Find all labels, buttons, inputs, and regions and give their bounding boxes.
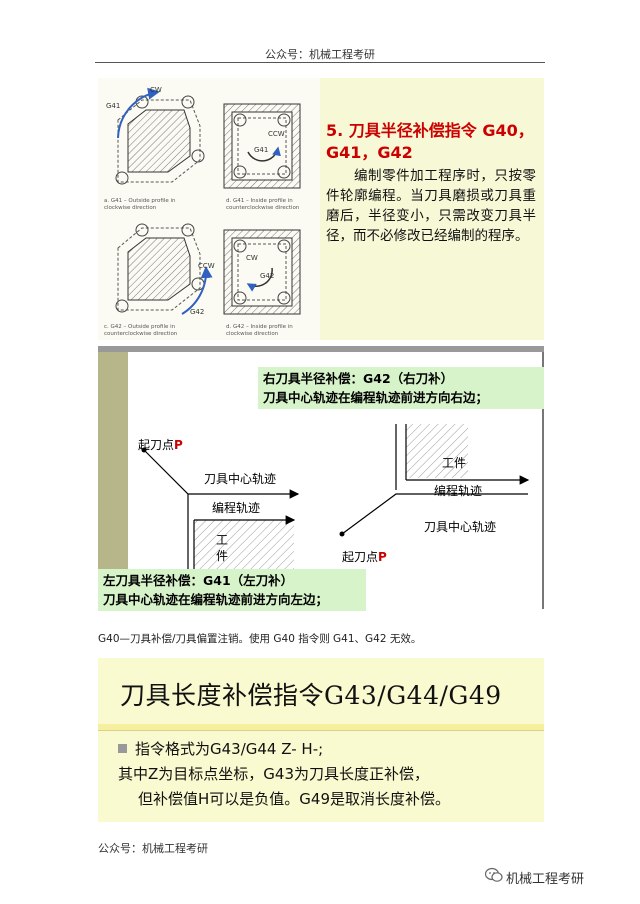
svg-text:CCW: CCW: [198, 262, 215, 270]
left-comp-note: 左刀具半径补偿：G41（左刀补） 刀具中心轨迹在编程轨迹前进方向左边；: [98, 569, 366, 611]
workpiece-label-left: 工 件: [216, 533, 229, 563]
footer-watermark: 机械工程考研: [506, 872, 585, 887]
square-bullet-icon: [118, 744, 127, 753]
tool-center-path-label-right: 刀具中心轨迹: [424, 520, 497, 534]
svg-text:CW: CW: [150, 86, 162, 94]
start-point-label-left: 起刀点P: [138, 438, 183, 452]
comp-path-svg: [141, 424, 530, 574]
length-comp-title: 刀具长度补偿指令G43/G44/G49: [120, 681, 502, 710]
panel-right-edge: [542, 352, 544, 609]
panel-top-bar: [98, 347, 544, 352]
svg-text:CW: CW: [246, 254, 258, 262]
wechat-icon: [485, 867, 503, 882]
svg-text:c. G42 – Outside profile in: c. G42 – Outside profile in: [104, 324, 176, 330]
command-format-line: 指令格式为G43/G44 Z- H-;: [118, 738, 323, 759]
radius-comp-title: 5. 刀具半径补偿指令 G40， G41，G42: [326, 121, 534, 162]
tool-center-path-label-left: 刀具中心轨迹: [204, 472, 277, 486]
svg-text:G42: G42: [260, 272, 274, 280]
diagram-a: G41 CW a. G41 – Outside profile in clock…: [104, 86, 205, 211]
length-comp-panel: 刀具长度补偿指令G43/G44/G49 指令格式为G43/G44 Z- H-; …: [98, 658, 544, 822]
svg-text:d. G41 – Inside profile in: d. G41 – Inside profile in: [226, 198, 293, 204]
svg-text:G41: G41: [106, 102, 120, 110]
diagram-c: CCW G42 c. G42 – Outside profile in coun…: [104, 223, 215, 337]
svg-text:clockwise direction: clockwise direction: [104, 205, 157, 211]
svg-text:d. G42 – Inside profile in: d. G42 – Inside profile in: [226, 324, 293, 330]
title-band: [98, 724, 544, 730]
svg-text:G41: G41: [254, 146, 268, 154]
length-comp-line3: 但补偿值H可以是负值。G49是取消长度补偿。: [138, 790, 450, 808]
programmed-path-label-left: 编程轨迹: [212, 501, 261, 515]
comp-diagram-figure: G41 CW a. G41 – Outside profile in clock…: [104, 86, 301, 337]
panel-left-stripe: [98, 352, 128, 609]
header-divider: [95, 62, 545, 63]
footer-account: 公众号：机械工程考研: [98, 842, 208, 855]
programmed-path-label-right: 编程轨迹: [434, 484, 483, 498]
radius-comp-body: 编制零件加工程序时，只按零件轮廓编程。当刀具磨损或刀具重磨后，半径变小，只需改变…: [326, 168, 536, 244]
workpiece-label-right: 工件: [442, 456, 467, 470]
title-underline: [98, 730, 544, 731]
comp-diagrams: G41 CW a. G41 – Outside profile in clock…: [98, 78, 320, 340]
g40-caption: G40—刀具补偿/刀具偏置注销。使用 G40 指令则 G41、G42 无效。: [98, 633, 422, 645]
svg-text:CCW: CCW: [268, 130, 285, 138]
svg-text:clockwise direction: clockwise direction: [226, 331, 279, 337]
length-comp-line2: 其中Z为目标点坐标，G43为刀具长度正补偿，: [118, 765, 429, 783]
svg-text:a. G41 – Outside profile in: a. G41 – Outside profile in: [104, 198, 176, 204]
diagram-d: CW G42 d. G42 – Inside profile in clockw…: [223, 229, 301, 337]
comp-path-diagram: 起刀点P 刀具中心轨迹 编程轨迹 工 件 工件 编程轨迹 刀具中心轨迹 起刀点P: [128, 352, 542, 609]
svg-text:G42: G42: [190, 308, 204, 316]
right-comp-note: 右刀具半径补偿：G42（右刀补） 刀具中心轨迹在编程轨迹前进方向右边；: [258, 367, 544, 409]
radius-comp-panel: G41 CW a. G41 – Outside profile in clock…: [98, 78, 544, 340]
svg-text:counterclockwise direction: counterclockwise direction: [226, 205, 300, 211]
diagram-b: CCW G41 d. G41 – Inside profile in count…: [223, 103, 301, 211]
start-point-label-right: 起刀点P: [342, 550, 387, 564]
left-right-comp-panel: 起刀点P 刀具中心轨迹 编程轨迹 工 件 工件 编程轨迹 刀具中心轨迹 起刀点P…: [98, 346, 544, 611]
svg-text:counterclockwise direction: counterclockwise direction: [104, 331, 178, 337]
page-header: 公众号：机械工程考研: [265, 48, 375, 61]
